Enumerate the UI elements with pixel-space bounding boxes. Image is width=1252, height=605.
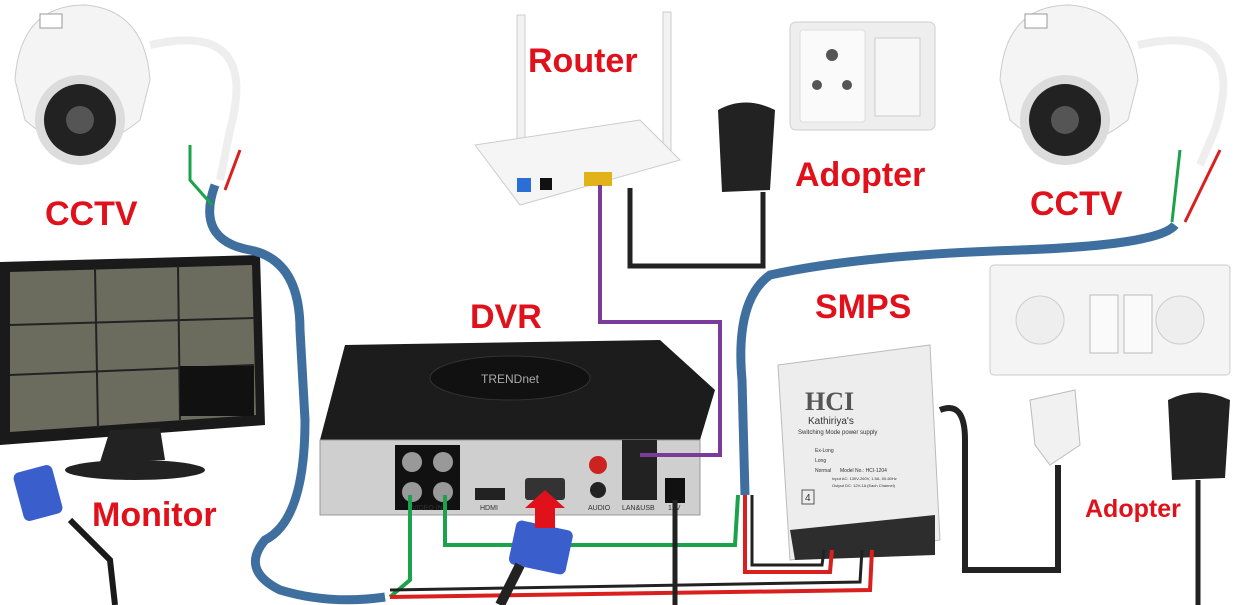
monitor	[0, 255, 265, 480]
wall-socket-board	[989, 264, 1231, 376]
cam-wire-green-left	[188, 145, 214, 206]
label-adapter-bottom: Adopter	[1085, 495, 1181, 523]
positive-wire	[389, 495, 874, 599]
wall-switch-socket	[789, 21, 936, 131]
label-smps: SMPS	[815, 288, 911, 326]
port-label-audio: AUDIO	[588, 505, 611, 512]
cctv-camera-left	[14, 4, 241, 181]
vga-connector-left	[13, 465, 118, 605]
cam-wire-red-right	[1183, 149, 1222, 223]
smps-model: Model No.: HCI-1204	[840, 468, 887, 474]
cam-wire-red-left	[223, 149, 242, 191]
dvr: TRENDnet VIDEO IN HDMI AUDIO LAN&USB 12V	[319, 340, 715, 516]
adapter-top	[718, 102, 775, 192]
power-plug	[1029, 389, 1081, 466]
negative-wire	[389, 495, 864, 592]
label-monitor: Monitor	[92, 496, 217, 534]
port-label-hdmi: HDMI	[480, 505, 498, 512]
dvr-brand: TRENDnet	[481, 372, 540, 386]
port-label-lan-usb: LAN&USB	[622, 505, 655, 512]
smps-mains-cable	[938, 405, 1061, 573]
smps-input: Input AC: 130V-260V, 1.5A, 50-60Hz	[832, 476, 897, 481]
smps-brand: HCI	[805, 387, 854, 416]
smps-description: Switching Mode power supply	[798, 430, 877, 436]
smps-output: Output DC: 12V-1A (Each Channel)	[832, 483, 896, 488]
label-adapter-top: Adopter	[795, 156, 925, 194]
switch-normal: Normal	[815, 468, 831, 474]
cables	[188, 145, 1222, 605]
coax-cable-right	[736, 221, 1179, 496]
smps-power-supply: HCI Kathiriya's Switching Mode power sup…	[777, 344, 941, 561]
router	[474, 11, 681, 206]
switch-long: Long	[815, 458, 826, 464]
cctv-camera-right	[999, 4, 1228, 167]
vga-connector-dvr	[495, 490, 573, 605]
video-wire-2	[443, 494, 740, 547]
smps-channels: 4	[805, 493, 811, 504]
router-power-cable	[627, 188, 766, 269]
switch-ex-long: Ex-Long	[815, 448, 834, 454]
adapter-bottom	[1168, 392, 1230, 480]
coax-cable-left	[205, 183, 386, 605]
label-router: Router	[528, 42, 638, 80]
port-label-video-in: VIDEO IN	[412, 505, 443, 512]
smps-maker: Kathiriya's	[808, 416, 854, 427]
label-dvr: DVR	[470, 298, 542, 336]
label-cctv-right: CCTV	[1030, 185, 1123, 223]
lan-cable	[598, 185, 722, 457]
label-cctv-left: CCTV	[45, 195, 138, 233]
cam-wire-green-right	[1170, 149, 1182, 223]
